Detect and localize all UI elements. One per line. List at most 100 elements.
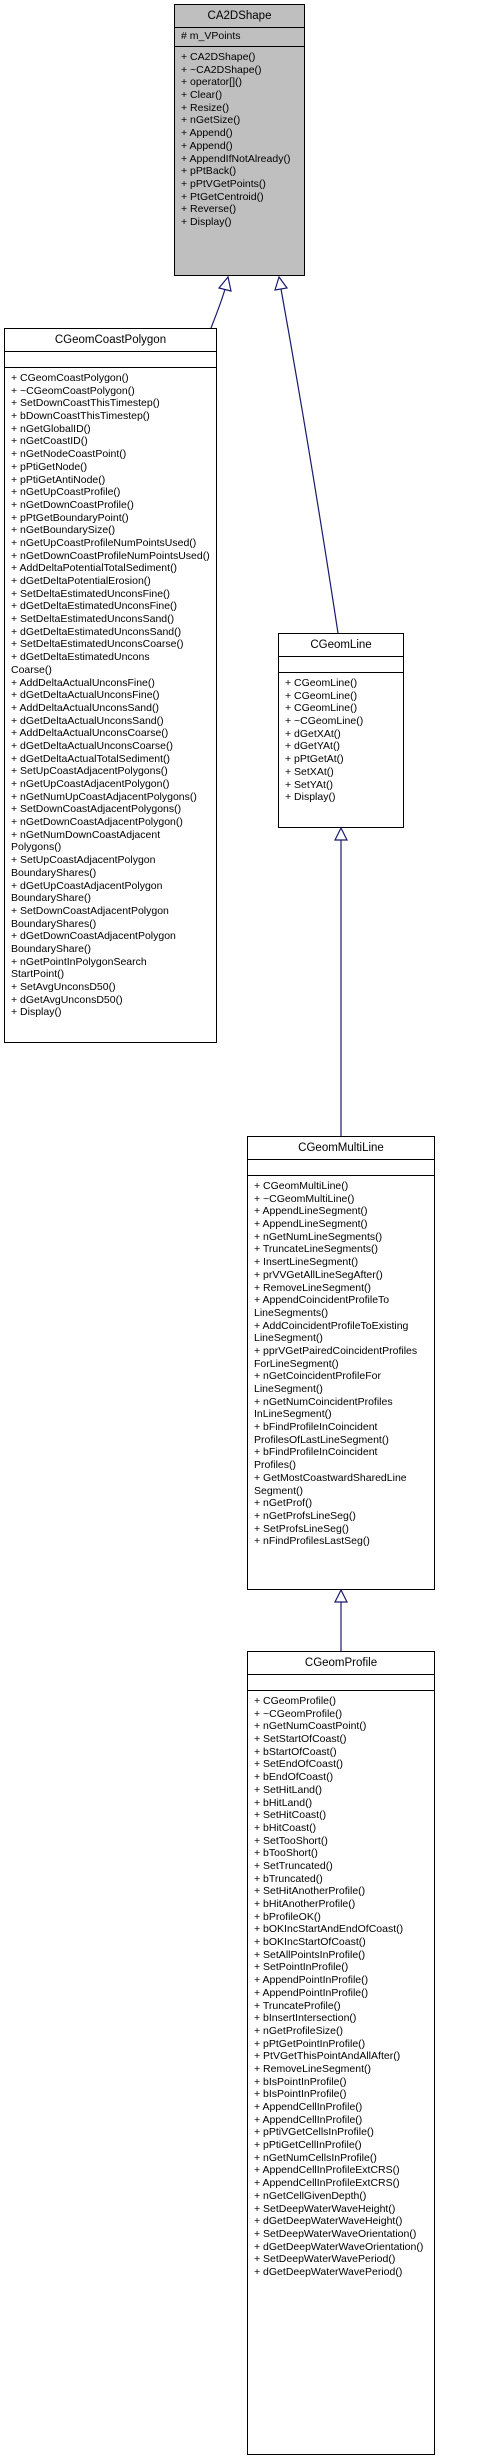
attribute-line: # m_VPoints bbox=[181, 30, 241, 42]
operation-line: + bIsPointInProfile() bbox=[254, 2088, 347, 2101]
operation-line: + PtVGetThisPointAndAllAfter() bbox=[254, 2050, 401, 2063]
operation-line: + dGetDeltaEstimatedUnconsFine() bbox=[11, 600, 178, 613]
operation-line: + nGetBoundarySize() bbox=[11, 524, 116, 537]
operation-line: + dGetDeltaPotentialErosion() bbox=[11, 575, 151, 587]
operation-line: + nGetNodeCoastPoint() bbox=[11, 448, 127, 461]
operation-line: + AppendCellInProfileExtCRS() bbox=[254, 2164, 400, 2177]
operation-line: + AddDeltaPotentialTotalSediment() bbox=[11, 562, 178, 575]
operation-line: + bFindProfileInCoincident bbox=[254, 1421, 378, 1434]
arrowhead-multiline bbox=[334, 826, 348, 841]
operation-line: Profiles() bbox=[254, 1459, 297, 1472]
operation-line: + AddCoincidentProfileToExisting bbox=[254, 1319, 409, 1332]
operation-line: + nGetProfileSize() bbox=[254, 2024, 343, 2037]
operation-line: + nGetProf() bbox=[254, 1497, 313, 1510]
operation-line: + CGeomProfile() bbox=[254, 1695, 336, 1707]
operation-line: + bTruncated() bbox=[254, 1872, 323, 1885]
operation-line: + pPtGetBoundaryPoint() bbox=[11, 511, 129, 524]
operation-line: + pPtiGetAntiNode() bbox=[11, 473, 106, 486]
operation-line: + bHitAnotherProfile() bbox=[254, 1898, 356, 1910]
operation-line: + Resize() bbox=[181, 101, 230, 114]
operation-line: + AppendIfNotAlready() bbox=[181, 152, 291, 165]
operation-line: + SetDeltaEstimatedUnconsFine() bbox=[11, 587, 171, 600]
operation-line: + SetAllPointsInProfile() bbox=[254, 1948, 366, 1961]
operation-line: + SetDownCoastAdjacentPolygon bbox=[11, 904, 169, 917]
operation-line: + AppendLineSegment() bbox=[254, 1205, 368, 1218]
operation-line: + bProfileOK() bbox=[254, 1910, 321, 1923]
operation-line: + ~CGeomLine() bbox=[285, 715, 364, 728]
operation-line: + SetDownCoastAdjacentPolygons() bbox=[11, 803, 182, 816]
operation-line: + SetProfsLineSeg() bbox=[254, 1522, 349, 1535]
operation-line: + nGetNumUpCoastAdjacentPolygons() bbox=[11, 790, 197, 803]
operations-cgeomprofile: + CGeomProfile()+ ~CGeomProfile() + nGetN… bbox=[248, 1691, 434, 2282]
operation-line: StartPoint() bbox=[11, 968, 65, 981]
operations-ca2dshape: + CA2DShape()+ ~CA2DShape()+ operator[](… bbox=[175, 47, 304, 232]
operation-line: + TruncateProfile() bbox=[254, 1999, 341, 2012]
operation-line: + AddDeltaActualUnconsFine() bbox=[11, 676, 155, 689]
operation-line: + dGetDownCoastAdjacentPolygon bbox=[11, 930, 176, 943]
edge-coastpolygon-to-ca2dshape bbox=[210, 288, 226, 329]
operation-line: + pPtBack() bbox=[181, 165, 237, 178]
operation-line: + SetDownCoastThisTimestep() bbox=[11, 397, 160, 410]
operation-line: + PtGetCentroid() bbox=[181, 190, 264, 203]
operation-line: + SetHitCoast() bbox=[254, 1809, 327, 1822]
operation-line: + pPtiVGetCellsInProfile() bbox=[254, 2126, 374, 2139]
operation-line: LineSegment() bbox=[254, 1383, 323, 1395]
class-title-cgeomline: CGeomLine bbox=[279, 634, 403, 657]
operation-line: + pPtGetAt() bbox=[285, 753, 344, 766]
operation-line: + SetEndOfCoast() bbox=[254, 1758, 343, 1771]
operation-line: + nGetCoastID() bbox=[11, 435, 88, 448]
operation-line: + AppendPointInProfile() bbox=[254, 1974, 369, 1987]
edge-line-to-ca2dshape bbox=[280, 288, 339, 634]
attributes-cgeomprofile bbox=[248, 1675, 434, 1691]
operation-line: + AppendCoincidentProfileTo bbox=[254, 1294, 390, 1307]
operation-line: InLineSegment() bbox=[254, 1408, 332, 1421]
attributes-cgeomline bbox=[279, 657, 403, 673]
operation-line: + InsertLineSegment() bbox=[254, 1256, 359, 1269]
operation-line: + dGetDeltaEstimatedUnconsSand() bbox=[11, 625, 182, 638]
operation-line: + Append() bbox=[181, 127, 233, 140]
operation-line: + dGetUpCoastAdjacentPolygon bbox=[11, 879, 163, 892]
operation-line: + nGetCellGivenDepth() bbox=[254, 2189, 367, 2202]
operation-line: + CGeomMultiLine() bbox=[254, 1180, 349, 1192]
operation-line: + bIsPointInProfile() bbox=[254, 2075, 347, 2088]
operation-line: + nGetUpCoastAdjacentPolygon() bbox=[11, 778, 170, 790]
operation-line: ProfilesOfLastLineSegment() bbox=[254, 1433, 389, 1446]
operation-line: + nGetUpCoastProfile() bbox=[11, 486, 121, 499]
class-title-cgeomcoastpolygon: CGeomCoastPolygon bbox=[5, 329, 216, 352]
operation-line: + CGeomLine() bbox=[285, 677, 358, 689]
operation-line: + nGetSize() bbox=[181, 114, 241, 127]
operation-line: + operator[]() bbox=[181, 76, 242, 89]
operation-line: + SetDeltaEstimatedUnconsCoarse() bbox=[11, 638, 184, 651]
operation-line: + SetTooShort() bbox=[254, 1834, 328, 1847]
operation-line: + GetMostCoastwardSharedLine bbox=[254, 1471, 407, 1484]
operation-line: + dGetDeepWaterWavePeriod() bbox=[254, 2265, 403, 2278]
operation-line: LineSegments() bbox=[254, 1306, 329, 1319]
operation-line: + nGetProfsLineSeg() bbox=[254, 1509, 356, 1522]
operation-line: + nGetNumCellsInProfile() bbox=[254, 2151, 377, 2164]
operation-line: Coarse() bbox=[11, 663, 52, 676]
class-box-cgeomline: CGeomLine + CGeomLine()+ CGeomLine()+ CG… bbox=[278, 633, 404, 828]
operation-line: + AppendCellInProfileExtCRS() bbox=[254, 2177, 400, 2190]
operation-line: + Clear() bbox=[181, 89, 223, 102]
operation-line: + ~CGeomProfile() bbox=[254, 1707, 343, 1720]
operation-line: + bDownCoastThisTimestep() bbox=[11, 410, 150, 423]
operation-line: + SetHitAnotherProfile() bbox=[254, 1885, 366, 1898]
operation-line: ForLineSegment() bbox=[254, 1357, 339, 1370]
operation-line: + Append() bbox=[181, 139, 233, 152]
operation-line: + SetHitLand() bbox=[254, 1783, 322, 1796]
operation-line: + nGetNumLineSegments() bbox=[254, 1230, 383, 1243]
operation-line: + AppendPointInProfile() bbox=[254, 1986, 369, 1999]
operation-line: + Display() bbox=[11, 1006, 62, 1019]
operation-line: + pPtGetPointInProfile() bbox=[254, 2037, 366, 2050]
operation-line: + SetStartOfCoast() bbox=[254, 1733, 347, 1746]
operation-line: + dGetDeltaActualUnconsCoarse() bbox=[11, 739, 173, 752]
operation-line: + ~CGeomMultiLine() bbox=[254, 1192, 355, 1205]
operation-line: + SetDeepWaterWavePeriod() bbox=[254, 2253, 396, 2266]
operation-line: + nGetNumCoincidentProfiles bbox=[254, 1395, 393, 1408]
arrowhead-line bbox=[274, 275, 289, 291]
operation-line: + AppendCellInProfile() bbox=[254, 2101, 363, 2113]
operation-line: + SetTruncated() bbox=[254, 1859, 333, 1872]
operation-line: + dGetDeepWaterWaveHeight() bbox=[254, 2215, 403, 2228]
operation-line: + CGeomLine() bbox=[285, 689, 358, 702]
